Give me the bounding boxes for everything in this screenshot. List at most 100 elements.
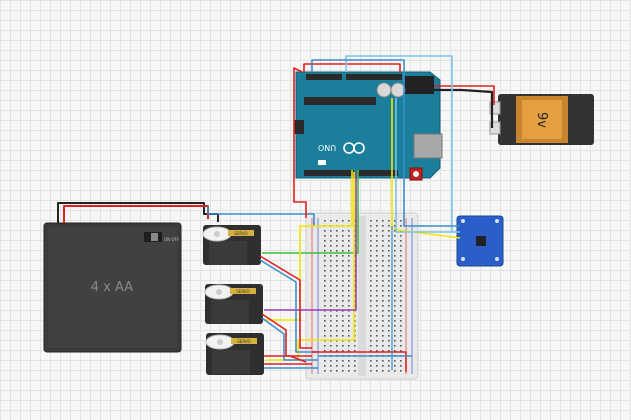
breadboard-hole	[342, 290, 344, 292]
breadboard-hole	[354, 345, 356, 347]
wire-pack-blue[interactable]	[207, 206, 315, 226]
breadboard-hole	[388, 360, 390, 362]
breadboard-hole	[336, 230, 338, 232]
breadboard-hole	[336, 220, 338, 222]
breadboard-hole	[348, 285, 350, 287]
breadboard-hole	[330, 220, 332, 222]
breadboard-hole	[330, 285, 332, 287]
breadboard-hole	[382, 285, 384, 287]
battery-pack-4xaa[interactable]: ON OFF 4 x AA	[43, 222, 182, 353]
arduino-uno[interactable]: UNO	[294, 71, 443, 181]
breadboard-hole	[342, 240, 344, 242]
breadboard-hole	[330, 250, 332, 252]
servo-2-brand: SERVO	[236, 289, 249, 294]
breadboard-hole	[330, 290, 332, 292]
wire-9v-black[interactable]	[434, 88, 494, 128]
breadboard-hole	[330, 360, 332, 362]
breadboard-hole	[400, 365, 402, 367]
breadboard-hole	[394, 275, 396, 277]
breadboard-hole	[394, 290, 396, 292]
breadboard-hole	[382, 345, 384, 347]
wire-lightblue-sensor[interactable]	[395, 98, 456, 233]
breadboard-hole	[388, 245, 390, 247]
breadboard-hole	[324, 365, 326, 367]
breadboard-hole	[376, 345, 378, 347]
wire-servo1-red[interactable]	[259, 255, 312, 349]
breadboard-hole	[342, 320, 344, 322]
breadboard-hole	[400, 300, 402, 302]
breadboard-hole	[348, 245, 350, 247]
breadboard-hole	[348, 260, 350, 262]
breadboard-hole	[394, 280, 396, 282]
wire-bus-red[interactable]	[312, 351, 407, 372]
breadboard-hole	[400, 275, 402, 277]
breadboard-hole	[324, 230, 326, 232]
wire-yellow-sensor[interactable]	[391, 98, 461, 239]
breadboard-hole	[400, 260, 402, 262]
breadboard-hole	[388, 290, 390, 292]
breadboard-hole	[370, 230, 372, 232]
breadboard-hole	[388, 315, 390, 317]
breadboard-hole	[370, 295, 372, 297]
breadboard-hole	[370, 225, 372, 227]
breadboard-hole	[382, 320, 384, 322]
breadboard-hole	[400, 225, 402, 227]
breadboard-hole	[336, 345, 338, 347]
breadboard-hole	[330, 275, 332, 277]
breadboard-hole	[376, 330, 378, 332]
sensor-module[interactable]	[456, 215, 504, 267]
breadboard-hole	[376, 270, 378, 272]
breadboard-hole	[394, 225, 396, 227]
breadboard-hole	[370, 300, 372, 302]
breadboard-hole	[394, 345, 396, 347]
servo-3[interactable]: SERVO	[205, 333, 264, 375]
breadboard-hole	[400, 270, 402, 272]
breadboard-hole	[342, 270, 344, 272]
wires	[57, 55, 495, 372]
breadboard-hole	[382, 315, 384, 317]
wire-top-blue[interactable]	[311, 59, 460, 227]
breadboard-hole	[324, 300, 326, 302]
breadboard-hole	[324, 240, 326, 242]
breadboard-hole	[382, 350, 384, 352]
breadboard[interactable]	[305, 212, 419, 380]
wire-servo3-red-b[interactable]	[264, 355, 307, 363]
battery-9v[interactable]: 9v	[489, 94, 594, 145]
breadboard-hole	[382, 265, 384, 267]
breadboard-hole	[376, 220, 378, 222]
wire-pack-red[interactable]	[63, 205, 209, 223]
breadboard-hole	[382, 255, 384, 257]
breadboard-hole	[370, 260, 372, 262]
breadboard-hole	[376, 360, 378, 362]
breadboard-hole	[324, 270, 326, 272]
wire-arduino-5v[interactable]	[293, 67, 307, 218]
wire-servo1-blue[interactable]	[259, 259, 318, 353]
servo-1[interactable]: SERVO	[202, 225, 261, 265]
breadboard-hole	[348, 365, 350, 367]
breadboard-hole	[400, 280, 402, 282]
wire-green-servo1[interactable]	[262, 170, 359, 254]
breadboard-hole	[330, 325, 332, 327]
breadboard-hole	[324, 280, 326, 282]
breadboard-hole	[382, 360, 384, 362]
breadboard-hole	[336, 275, 338, 277]
servo-2[interactable]: SERVO	[204, 284, 263, 324]
wire-9v-red[interactable]	[434, 85, 495, 105]
breadboard-hole	[336, 335, 338, 337]
wire-arduino-top-red[interactable]	[303, 63, 401, 72]
breadboard-hole	[342, 305, 344, 307]
breadboard-hole	[400, 360, 402, 362]
breadboard-hole	[382, 365, 384, 367]
breadboard-hole	[370, 370, 372, 372]
wire-servo2-red[interactable]	[261, 313, 312, 357]
wire-yellow-servo2[interactable]	[264, 170, 353, 321]
breadboard-hole	[400, 325, 402, 327]
breadboard-hole	[376, 235, 378, 237]
wire-pack-black[interactable]	[57, 202, 219, 223]
breadboard-hole	[400, 220, 402, 222]
breadboard-hole	[336, 260, 338, 262]
breadboard-hole	[394, 235, 396, 237]
breadboard-hole	[324, 330, 326, 332]
breadboard-hole	[382, 220, 384, 222]
wire-purple-servo2[interactable]	[264, 172, 357, 311]
